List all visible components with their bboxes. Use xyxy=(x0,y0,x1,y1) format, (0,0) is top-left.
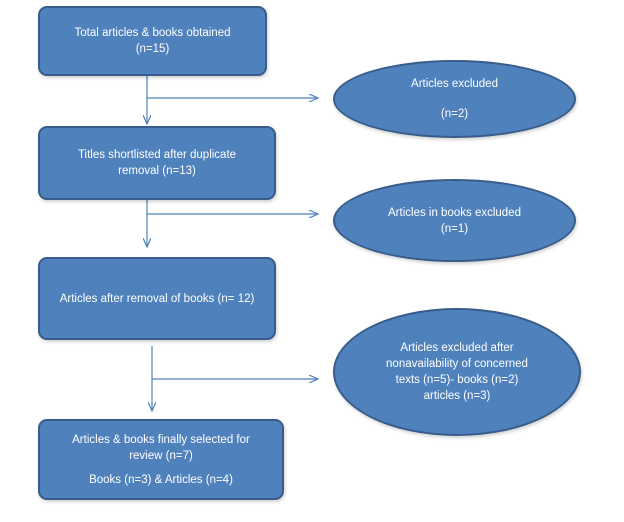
ellipse-nonavailability-line4: articles (n=3) xyxy=(423,390,491,402)
box-finally-selected-line3: Books (n=3) & Articles (n=4) xyxy=(89,473,233,486)
box-finally-selected-line2: review (n=7) xyxy=(129,449,193,462)
box-titles-shortlisted-line2: removal (n=13) xyxy=(118,165,196,177)
ellipse-articles-excluded-line1: Articles excluded xyxy=(411,78,498,90)
ellipse-nonavailability-line3: texts (n=5)- books (n=2) xyxy=(395,374,519,386)
box-articles-after-books-removal: Articles after removal of books (n= 12) xyxy=(38,257,276,340)
ellipse-articles-in-books-line2: (n=1) xyxy=(440,222,469,235)
box-finally-selected-line1: Articles & books finally selected for xyxy=(72,433,250,446)
ellipse-excluded-nonavailability: Articles excluded after nonavailability … xyxy=(333,308,581,436)
box-total-obtained-line1: Total articles & books obtained xyxy=(74,27,231,39)
ellipse-articles-in-books-line1: Articles in books excluded xyxy=(388,206,521,219)
ellipse-articles-in-books-excluded: Articles in books excluded (n=1) xyxy=(333,179,576,262)
box-titles-shortlisted: Titles shortlisted after duplicate remov… xyxy=(38,126,276,200)
box-total-obtained-line2: (n=15) xyxy=(135,43,170,55)
ellipse-nonavailability-line2: nonavailability of concerned xyxy=(386,358,528,370)
box-total-obtained: Total articles & books obtained (n=15) xyxy=(38,6,267,76)
box-articles-after-books-removal-line1: Articles after removal of books (n= 12) xyxy=(59,292,255,305)
box-finally-selected: Articles & books finally selected for re… xyxy=(38,419,284,500)
ellipse-nonavailability-line1: Articles excluded after xyxy=(400,342,514,354)
box-titles-shortlisted-line1: Titles shortlisted after duplicate xyxy=(77,149,237,161)
ellipse-articles-excluded-line2: (n=2) xyxy=(440,108,469,120)
ellipse-articles-excluded: Articles excluded (n=2) xyxy=(333,60,576,138)
